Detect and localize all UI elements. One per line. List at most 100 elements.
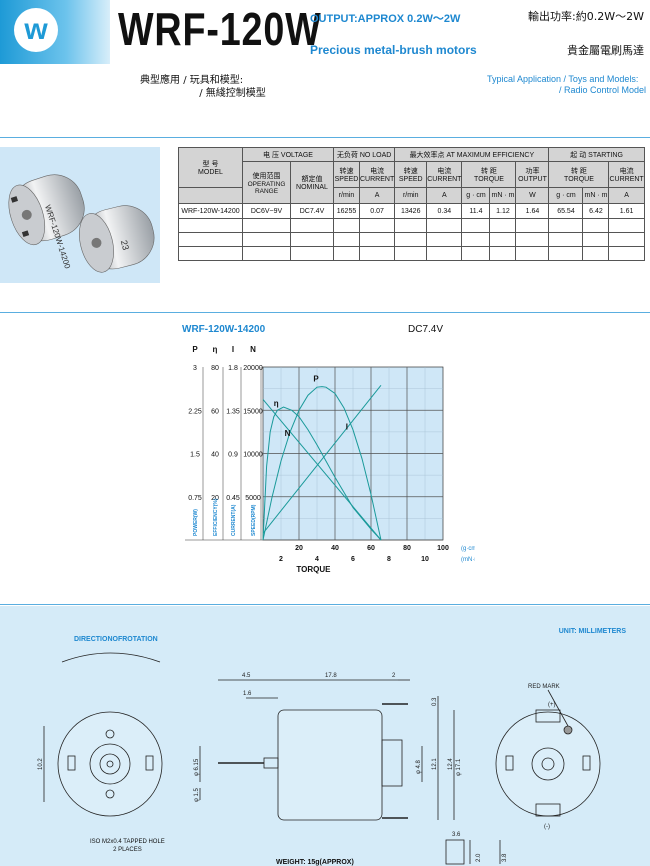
dim-17-8: 17.8 [325, 673, 337, 679]
th-nominal: 額定值 NOMINAL [290, 161, 334, 204]
motor-photo-illustration: WRF-120W-14200 23 [8, 174, 155, 273]
dim-2-0: 2.0 [476, 853, 482, 862]
side-view-endcap [381, 739, 403, 787]
th-no-load: 无负荷 NO LOAD [332, 147, 396, 162]
front-boss [89, 743, 131, 785]
x-tick-mnm: 10 [421, 556, 429, 563]
motor-photo: WRF-120W-14200 23 [0, 147, 160, 283]
front-view-outline [57, 711, 163, 817]
x-unit-gcm: (g·cm) [461, 546, 475, 552]
axis-name-N: SPEED(RPM) [251, 504, 257, 536]
axis-letter-I: I [232, 345, 234, 354]
divider [0, 604, 650, 605]
x-tick-mnm: 6 [351, 556, 355, 563]
y-tick-P: 0.75 [188, 495, 202, 502]
y-tick-P: 3 [193, 365, 197, 372]
dim-phi-4-8: φ 4.8 [416, 759, 422, 774]
y-tick-N: 5000 [245, 495, 261, 502]
app-cn-label: 典型應用 [140, 75, 180, 86]
applications-cn: 典型應用 / 玩具和模型: / 無綫控制模型 [140, 75, 266, 99]
app-cn-item-2: 無綫控制模型 [205, 88, 266, 99]
curve-label: N [285, 429, 291, 438]
dim-4-5: 4.5 [242, 673, 251, 679]
x-tick-gcm: 20 [295, 545, 303, 552]
dim-2: 2 [392, 673, 396, 679]
front-slot-left [67, 755, 76, 771]
chart-voltage: DC7.4V [408, 324, 444, 335]
output-cn: 輸出功率:約0.2W～2W [528, 10, 644, 23]
output-en: OUTPUT:APPROX 0.2W～2W [310, 13, 461, 25]
x-tick-gcm: 40 [331, 545, 339, 552]
subtitle-en: Precious metal-brush motors [310, 43, 477, 57]
red-mark-dot [563, 725, 573, 735]
rotation-arrow-arc [61, 652, 161, 663]
rear-terminal-top [535, 709, 561, 723]
front-shaft [99, 753, 121, 775]
axis-letter-N: N [250, 345, 256, 354]
minus-label: (-) [544, 824, 550, 830]
side-view-boss [263, 757, 279, 769]
dim-phi-17-1: φ 17.1 [456, 758, 462, 776]
dim-12-1: 12.1 [432, 758, 438, 770]
app-en-item-2: / Radio Control Model [558, 85, 646, 95]
x-axis-label: TORQUE [296, 565, 331, 574]
y-tick-P: 1.5 [190, 452, 200, 459]
dim-3-6: 3.6 [452, 832, 461, 838]
y-tick-I: 0.45 [226, 495, 240, 502]
front-shaft-center [106, 760, 114, 768]
dim-phi-1-5: φ 1.5 [194, 787, 200, 802]
motor-2: 23 [79, 205, 155, 273]
th-model: 型 号 MODEL [178, 147, 243, 188]
dim-phi-6-15: φ 6.15 [194, 758, 200, 776]
tapped-hole-bottom [105, 789, 115, 799]
x-tick-gcm: 80 [403, 545, 411, 552]
th-max-eff: 最大效率点 AT MAXIMUM EFFICIENCY [394, 147, 550, 162]
y-tick-I: 0.9 [228, 452, 238, 459]
x-tick-mnm: 8 [387, 556, 391, 563]
th-voltage: 电 压 VOLTAGE [242, 147, 334, 162]
series-N [262, 399, 382, 541]
dim-0-3: 0.3 [432, 697, 438, 706]
weight-label: WEIGHT: 15g(APPROX) [276, 859, 354, 866]
y-tick-eta: 60 [211, 408, 219, 415]
axis-letter-P: P [192, 345, 198, 354]
series-P [262, 386, 382, 541]
chart-title: WRF-120W-14200 [182, 324, 266, 335]
applications-en: Typical Application / Toys and Models: /… [487, 74, 646, 96]
direction-label: DIRECTIONOFROTATION [74, 636, 158, 643]
y-tick-eta: 20 [211, 495, 219, 502]
dim-12-4: 12.4 [448, 758, 454, 770]
axis-letter-eta: η [213, 345, 218, 354]
model-title: WRF-120W [118, 3, 322, 55]
rear-terminal-bottom [535, 803, 561, 817]
dim-1-6: 1.6 [243, 691, 252, 697]
tapped-hole-top [105, 729, 115, 739]
plus-label: (+) [548, 702, 556, 708]
rear-bearing [531, 747, 565, 781]
curve-label: I [346, 422, 348, 431]
terminal-detail [445, 839, 465, 865]
rear-view-outline [495, 711, 601, 817]
y-tick-N: 20000 [243, 365, 263, 372]
y-tick-eta: 40 [211, 452, 219, 459]
app-cn-item-1: 玩具和模型: [189, 75, 244, 86]
dim-10-2: 10.2 [38, 758, 44, 770]
x-unit-mnm: (mN·m) [461, 557, 475, 563]
axis-name-I: CURRENT(A) [231, 504, 237, 536]
table-row: WRF-120W-14200 DC6V~9V DC7.4V 16255 0.07… [178, 203, 645, 219]
red-mark-label: RED MARK [528, 684, 560, 690]
y-tick-I: 1.8 [228, 365, 238, 372]
y-tick-eta: 80 [211, 365, 219, 372]
app-en-item-1: Typical Application / Toys and Models: [486, 74, 639, 84]
series-I [262, 384, 382, 534]
subtitle-cn: 貴金屬電刷馬達 [567, 44, 644, 57]
series-eta [262, 406, 382, 541]
